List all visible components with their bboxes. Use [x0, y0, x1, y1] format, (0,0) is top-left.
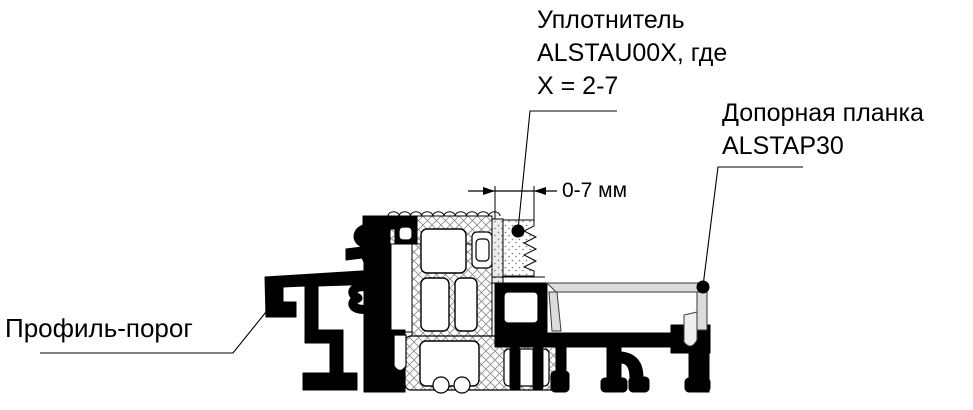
plate-callout-line1: Допорная планка	[722, 99, 924, 127]
profile-gap-channel	[390, 243, 413, 333]
seal-callout-line3: X = 2-7	[537, 72, 619, 100]
threshold-leader	[40, 311, 267, 354]
dimension-0-7mm-graphics	[468, 186, 557, 222]
scalloped-top-edge	[387, 211, 501, 217]
leader-lines	[40, 110, 803, 354]
plate-clip-hook	[683, 311, 698, 347]
seal-leader-dot	[511, 224, 525, 238]
plate-callout: Допорная планка ALSTAP30	[722, 97, 924, 163]
threshold-callout-line1: Профиль-порог	[5, 313, 193, 343]
threshold-profile	[264, 215, 418, 393]
seal-callout: Уплотнитель ALSTAU00X, где X = 2-7	[537, 4, 727, 103]
plate-leader-dot	[696, 280, 710, 294]
insulating-profile-chambers	[419, 228, 493, 394]
seal-assembly	[491, 218, 545, 284]
dimension-value: 0-7 мм	[562, 179, 628, 202]
plate-callout-line2: ALSTAP30	[722, 132, 844, 160]
threshold-callout: Профиль-порог	[5, 312, 193, 345]
right-base-profile	[494, 282, 711, 393]
seal-callout-line1: Уплотнитель	[537, 6, 685, 34]
plate-leader	[702, 166, 803, 287]
seal-leader	[517, 110, 617, 231]
dimension-label: 0-7 мм	[562, 180, 627, 202]
seal-callout-line2: ALSTAU00X, где	[537, 39, 728, 67]
